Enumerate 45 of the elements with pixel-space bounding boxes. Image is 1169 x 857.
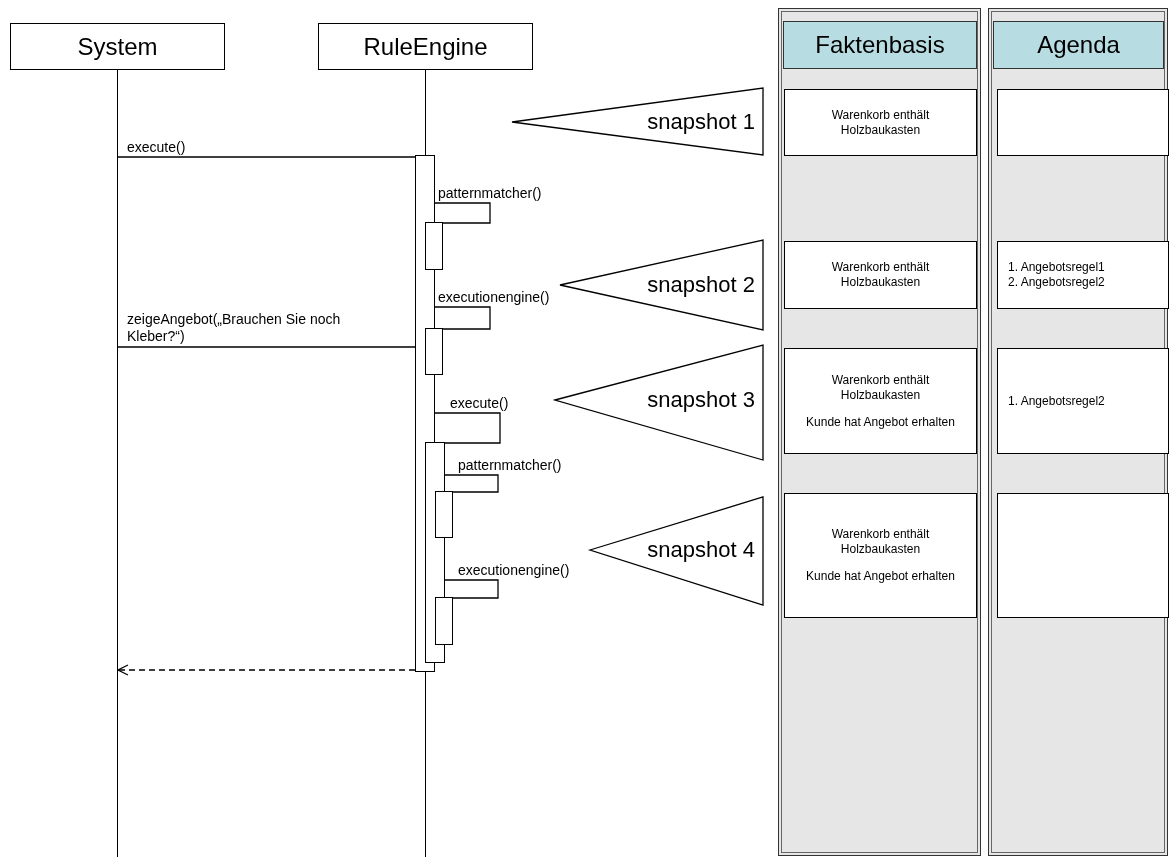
fact-box: [784, 241, 977, 309]
message-line: [444, 474, 499, 493]
agenda-box: [997, 241, 1169, 309]
empty-box: [997, 89, 1169, 156]
activation-bar: [425, 222, 443, 270]
lifeline-head: RuleEngine: [318, 23, 533, 70]
message-line: [434, 202, 491, 224]
column-header: Agenda: [993, 21, 1164, 69]
message-line: [434, 306, 491, 330]
snapshot-label: snapshot 4: [647, 537, 755, 563]
message-arrow: [117, 664, 416, 676]
agenda-box: [997, 348, 1169, 454]
message-label: executionengine(): [458, 562, 570, 579]
fact-text: Warenkorb enthält Holzbaukasten: [830, 372, 931, 403]
message-label: execute(): [450, 395, 509, 412]
snapshot-label: snapshot 2: [647, 272, 755, 298]
fact-text: Warenkorb enthält Holzbaukasten: [830, 527, 931, 557]
fact-box: [784, 89, 977, 156]
message-line: [117, 156, 416, 158]
fact-text: Kunde hat Angebot erhalten: [806, 414, 955, 430]
message-line: [444, 579, 499, 599]
message-label: patternmatcher(): [458, 457, 562, 474]
fact-box: [784, 493, 977, 618]
snapshot-label: snapshot 1: [647, 109, 755, 135]
message-line: [434, 412, 501, 444]
message-label: patternmatcher(): [438, 185, 542, 202]
lifeline: [117, 70, 118, 857]
fact-box: [784, 348, 977, 454]
activation-bar: [425, 328, 443, 375]
column-panel: [778, 8, 981, 856]
message-label: executionengine(): [438, 289, 550, 306]
fact-text: Kunde hat Angebot erhalten: [806, 569, 955, 584]
agenda-entry: 1. Angebotsregel1: [1008, 260, 1105, 275]
agenda-entry: 2. Angebotsregel2: [1008, 275, 1105, 290]
fact-text: Warenkorb enthält Holzbaukasten: [830, 260, 931, 290]
activation-bar: [435, 491, 453, 538]
column-header: Faktenbasis: [783, 21, 977, 69]
agenda-entry: 1. Angebotsregel2: [1008, 393, 1105, 409]
lifeline-head: System: [10, 23, 225, 70]
column-panel: [988, 8, 1168, 856]
activation-bar: [435, 597, 453, 645]
empty-box: [997, 493, 1169, 618]
fact-text: Warenkorb enthält Holzbaukasten: [830, 107, 931, 138]
message-label: execute(): [127, 139, 186, 156]
snapshot-label: snapshot 3: [647, 387, 755, 413]
